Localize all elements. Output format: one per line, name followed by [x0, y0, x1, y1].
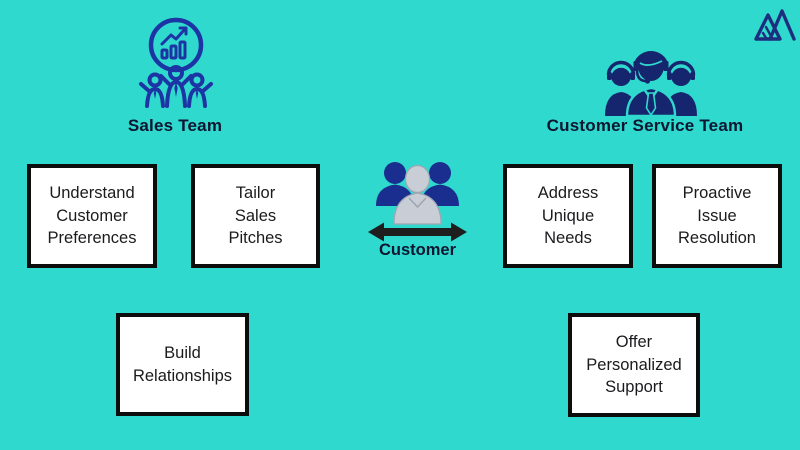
double-headed-arrow-icon — [368, 222, 467, 242]
sales-point-box: Build Relationships — [116, 313, 249, 416]
service-point-box: Proactive Issue Resolution — [652, 164, 782, 268]
customer-label: Customer — [378, 241, 456, 259]
sales-team-label: Sales Team — [127, 116, 223, 135]
sales-point-box: Tailor Sales Pitches — [191, 164, 320, 268]
service-point-box: Offer Personalized Support — [568, 313, 700, 417]
mountain-peaks-logo-icon — [754, 9, 796, 41]
service-point-box: Address Unique Needs — [503, 164, 633, 268]
customer-service-headset-team-icon — [605, 51, 697, 116]
customer-group-icon — [376, 162, 459, 225]
sales-team-growth-icon — [139, 17, 213, 108]
customer-service-team-label: Customer Service Team — [546, 116, 744, 135]
sales-point-box: Understand Customer Preferences — [27, 164, 157, 268]
